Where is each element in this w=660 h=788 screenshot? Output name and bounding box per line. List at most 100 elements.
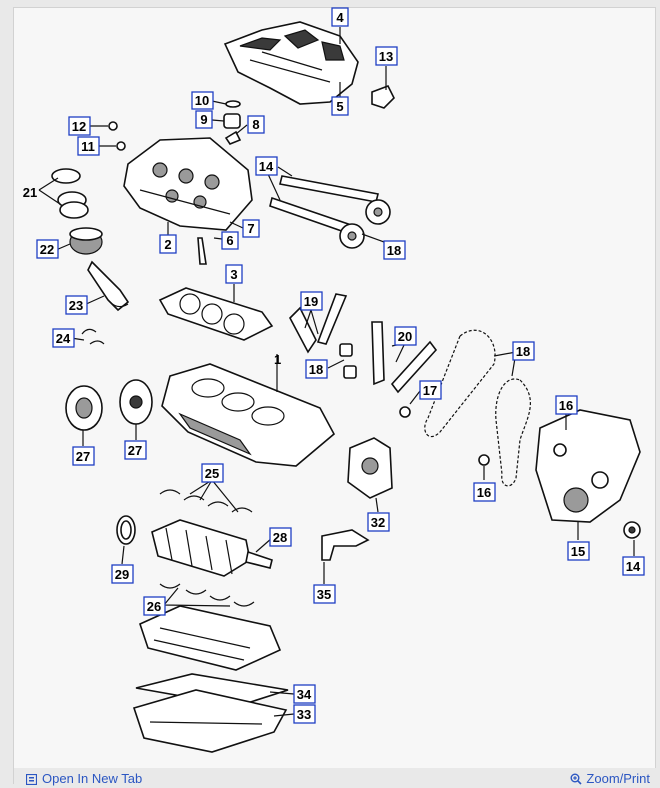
callout-24: 22 <box>36 239 59 259</box>
callout-35: 35 <box>313 584 336 604</box>
engine-block <box>161 363 336 467</box>
callout-22: 20 <box>394 326 417 346</box>
callout-7: 7 <box>242 219 260 238</box>
callout-17: 16 <box>555 395 578 415</box>
callout-2: 2 <box>159 234 177 254</box>
svg-text:18: 18 <box>516 344 530 359</box>
svg-text:19: 19 <box>304 294 318 309</box>
piston-rings <box>51 168 103 255</box>
svg-text:15: 15 <box>571 544 585 559</box>
svg-text:3: 3 <box>230 267 237 282</box>
main-bearings-lower <box>159 583 255 607</box>
svg-text:20: 20 <box>398 329 412 344</box>
callout-29: 29 <box>111 564 134 584</box>
callout-4: 4 <box>331 7 349 27</box>
callout-33: 34 <box>293 684 316 704</box>
callout-32: 33 <box>293 704 316 724</box>
svg-text:16: 16 <box>559 398 573 413</box>
callout-13: 13 <box>375 46 398 66</box>
callout-31: 27 <box>72 446 95 466</box>
zoom-print-link[interactable]: Zoom/Print <box>570 771 650 786</box>
svg-text:5: 5 <box>336 99 343 114</box>
cylinder-head <box>123 137 253 231</box>
svg-text:13: 13 <box>379 49 393 64</box>
oil-pump <box>347 437 393 499</box>
svg-text:25: 25 <box>205 466 219 481</box>
footer-bar: Open In New Tab Zoom/Print <box>14 768 656 786</box>
svg-text:7: 7 <box>247 221 254 236</box>
sensor-13 <box>371 84 395 109</box>
main-bearings-upper <box>159 489 253 513</box>
callout-20: 18 <box>305 359 328 379</box>
magnifier-zoom-icon <box>570 773 582 785</box>
engine-parts-diagram: 4 5 13 10 9 8 12 11 14 21 2 7 6 18 22 3 … <box>23 7 645 753</box>
callout-28: 28 <box>269 527 292 547</box>
head-gasket <box>158 287 274 341</box>
timing-cover <box>535 409 641 523</box>
svg-text:29: 29 <box>115 567 129 582</box>
callout-18-mid: 17 <box>419 380 442 400</box>
callout-11: 11 <box>77 136 100 156</box>
svg-text:34: 34 <box>297 687 312 702</box>
callout-27-top: 25 <box>201 463 224 483</box>
svg-text:27: 27 <box>76 449 90 464</box>
camshafts <box>269 175 391 249</box>
timing-guides <box>289 293 438 418</box>
svg-text:26: 26 <box>147 599 161 614</box>
callout-12: 12 <box>68 116 91 136</box>
callout-15: 14 <box>622 556 645 576</box>
svg-text:18: 18 <box>387 243 401 258</box>
svg-text:6: 6 <box>226 233 233 248</box>
svg-text:4: 4 <box>336 10 344 25</box>
svg-text:17: 17 <box>423 383 437 398</box>
svg-text:24: 24 <box>56 331 71 346</box>
svg-text:9: 9 <box>200 112 207 127</box>
svg-text:2: 2 <box>164 237 171 252</box>
callout-5: 5 <box>331 96 349 116</box>
valve-cover <box>223 21 359 105</box>
callout-16: 15 <box>567 541 590 561</box>
svg-text:11: 11 <box>81 139 95 154</box>
open-in-new-tab-label: Open In New Tab <box>42 771 143 786</box>
svg-text:16: 16 <box>477 485 491 500</box>
callout-34: 32 <box>367 512 390 532</box>
svg-text:14: 14 <box>259 159 274 174</box>
callout-21: 19 <box>300 291 323 311</box>
bedplate <box>139 605 282 671</box>
callout-14: 14 <box>255 156 278 176</box>
crank-pulleys <box>65 379 153 431</box>
callout-19: 18 <box>512 341 535 361</box>
zoom-print-label: Zoom/Print <box>586 771 650 786</box>
callout-10: 10 <box>191 91 214 110</box>
svg-text:33: 33 <box>297 707 311 722</box>
rear-seal-29 <box>116 515 136 545</box>
svg-text:10: 10 <box>195 93 209 108</box>
leader-lines <box>38 27 635 717</box>
svg-text:8: 8 <box>252 117 259 132</box>
callout-18-low: 16 <box>473 482 496 502</box>
svg-text:23: 23 <box>69 298 83 313</box>
callout-26: 24 <box>52 328 75 348</box>
open-new-tab-icon <box>25 773 38 786</box>
oil-pickup <box>321 529 370 561</box>
crankshaft <box>151 519 273 577</box>
svg-text:21: 21 <box>23 185 37 200</box>
svg-text:12: 12 <box>72 119 86 134</box>
callout-23: 21 <box>23 185 37 200</box>
svg-text:22: 22 <box>40 242 54 257</box>
callout-30: 27 <box>124 440 147 460</box>
callout-25: 23 <box>65 295 88 315</box>
seal-15 <box>623 521 641 539</box>
callout-9: 9 <box>195 110 213 129</box>
callout-6: 6 <box>221 231 239 250</box>
svg-text:32: 32 <box>371 515 385 530</box>
bolt-6 <box>197 237 207 265</box>
connecting-rod <box>81 260 130 345</box>
small-parts-8-12 <box>108 100 242 151</box>
svg-text:28: 28 <box>273 530 287 545</box>
svg-text:14: 14 <box>626 559 641 574</box>
oil-pan <box>132 673 289 753</box>
callout-27-bottom: 26 <box>143 596 166 616</box>
svg-text:18: 18 <box>309 362 323 377</box>
callout-18-top: 18 <box>383 240 406 260</box>
